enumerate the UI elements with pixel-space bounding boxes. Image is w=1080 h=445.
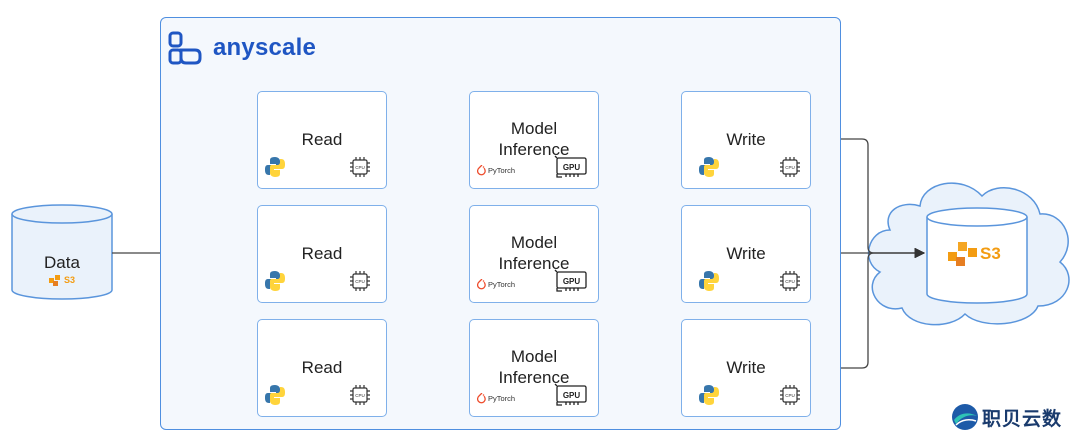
node-label-line1: Model [510, 233, 558, 252]
data-source-cylinder [11, 204, 113, 300]
cpu-icon: CPU [350, 157, 370, 177]
node-label: Write [726, 130, 766, 149]
pytorch-icon [477, 279, 486, 290]
python-icon [699, 385, 719, 405]
cpu-icon: CPU [350, 271, 370, 291]
gpu-icon: GPU [554, 383, 587, 406]
cpu-icon: CPU [350, 385, 370, 405]
write-node: Write CPU [681, 319, 811, 417]
pytorch-badge: PyTorch [477, 393, 515, 404]
node-label: Read [301, 358, 343, 377]
pytorch-badge: PyTorch [477, 279, 515, 290]
python-icon [265, 157, 285, 177]
cpu-icon: CPU [780, 157, 800, 177]
watermark: 职贝云数 [950, 402, 1062, 432]
read-node: Read CPU [257, 91, 387, 189]
brand-name: anyscale [213, 34, 317, 61]
s3-sink: S3 [948, 240, 1001, 268]
node-label-line2: Inference [498, 140, 570, 159]
cpu-chip-text: CPU [785, 165, 795, 170]
gpu-icon: GPU [554, 155, 587, 178]
node-label-line2: Inference [498, 254, 570, 273]
python-icon [699, 271, 719, 291]
aws-s3-icon [948, 242, 977, 266]
anyscale-logo-icon [168, 31, 202, 65]
python-icon [699, 157, 719, 177]
aws-s3-icon [48, 275, 60, 286]
pytorch-label: PyTorch [488, 394, 516, 403]
read-node: Read CPU [257, 205, 387, 303]
cpu-icon: CPU [780, 385, 800, 405]
cpu-icon: CPU [780, 271, 800, 291]
node-label-line1: Model [510, 119, 558, 138]
watermark-logo-icon [952, 404, 978, 430]
pytorch-label: PyTorch [488, 166, 516, 175]
node-label: Write [726, 358, 766, 377]
cpu-chip-text: CPU [355, 279, 365, 284]
gpu-chip-text: GPU [563, 391, 581, 400]
read-node: Read CPU [257, 319, 387, 417]
pytorch-badge: PyTorch [477, 165, 515, 176]
brand-header: anyscale [167, 28, 316, 68]
pytorch-label: PyTorch [488, 280, 516, 289]
python-icon [265, 385, 285, 405]
data-source-text: Data [44, 253, 80, 272]
node-label-line1: Model [510, 347, 558, 366]
node-label: Read [301, 130, 343, 149]
data-source-label: Data S3 [12, 253, 112, 286]
pytorch-icon [477, 393, 486, 404]
write-node: Write CPU [681, 91, 811, 189]
write-node: Write CPU [681, 205, 811, 303]
cpu-chip-text: CPU [785, 393, 795, 398]
s3-sink-label: S3 [980, 244, 1001, 263]
watermark-text: 职贝云数 [982, 408, 1063, 430]
node-label-line2: Inference [498, 368, 570, 387]
pytorch-icon [477, 165, 486, 176]
python-icon [265, 271, 285, 291]
node-label: Read [301, 244, 343, 263]
node-label: Write [726, 244, 766, 263]
gpu-chip-text: GPU [563, 277, 581, 286]
gpu-chip-text: GPU [563, 163, 581, 172]
cpu-chip-text: CPU [355, 165, 365, 170]
cpu-chip-text: CPU [355, 393, 365, 398]
cpu-chip-text: CPU [785, 279, 795, 284]
gpu-icon: GPU [554, 269, 587, 292]
data-source-badge: S3 [63, 275, 75, 285]
